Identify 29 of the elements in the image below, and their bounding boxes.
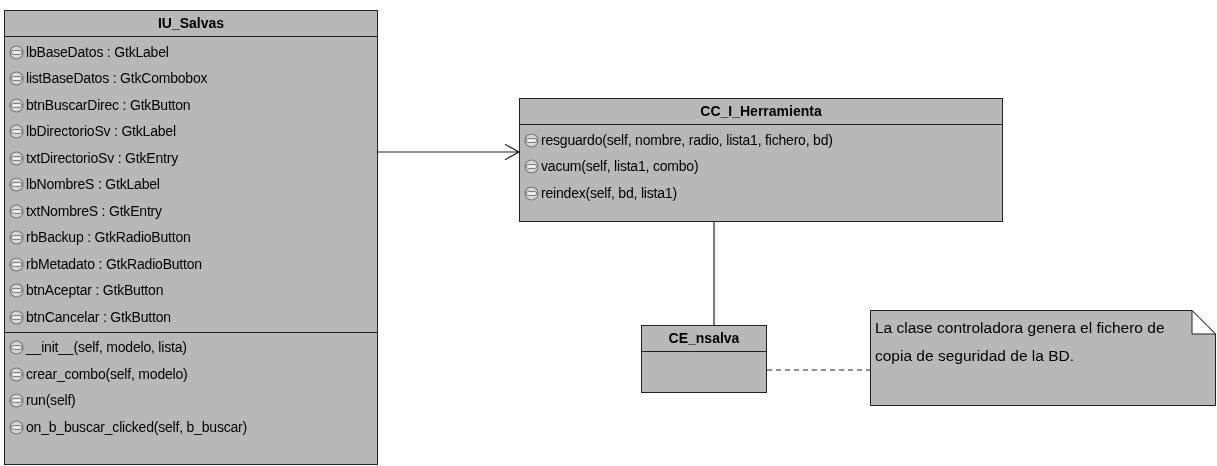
class-name: CE_nsalva: [668, 329, 740, 348]
member-text: btnBuscarDirec : GtkButton: [26, 95, 191, 115]
member-text: crear_combo(self, modelo): [26, 364, 188, 384]
member-text: resguardo(self, nombre, radio, lista1, fichero, bd): [541, 130, 833, 150]
class-box: [4, 10, 378, 465]
member-text: listBaseDatos : GtkCombobox: [26, 69, 208, 89]
member-text: reindex(self, bd, lista1): [541, 183, 677, 203]
association-line: [713, 221, 715, 326]
member-text: btnAceptar : GtkButton: [26, 281, 164, 301]
note-text: La clase controladora genera el fichero de copia de seguridad de la BD.: [875, 318, 1166, 366]
class-box: [641, 325, 767, 393]
member-text: on_b_buscar_clicked(self, b_buscar): [26, 417, 247, 437]
member-text: lbNombreS : GtkLabel: [26, 175, 160, 195]
member-text: __init__(self, modelo, lista): [26, 338, 187, 358]
member-text: run(self): [26, 391, 76, 411]
member-text: lbDirectorioSv : GtkLabel: [26, 122, 176, 142]
class-name: IU_Salvas: [157, 14, 225, 33]
note-box: [870, 310, 1216, 406]
member-text: vacum(self, lista1, combo): [541, 157, 699, 177]
member-text: rbMetadato : GtkRadioButton: [26, 254, 202, 274]
member-text: lbBaseDatos : GtkLabel: [26, 42, 169, 62]
association-arrow: [377, 143, 521, 161]
member-text: rbBackup : GtkRadioButton: [26, 228, 191, 248]
note-connector: [766, 369, 871, 371]
member-text: txtDirectorioSv : GtkEntry: [26, 148, 178, 168]
member-text: btnCancelar : GtkButton: [26, 307, 171, 327]
class-name: CC_I_Herramienta: [700, 102, 822, 121]
member-text: txtNombreS : GtkEntry: [26, 201, 162, 221]
class-box: [519, 98, 1003, 222]
